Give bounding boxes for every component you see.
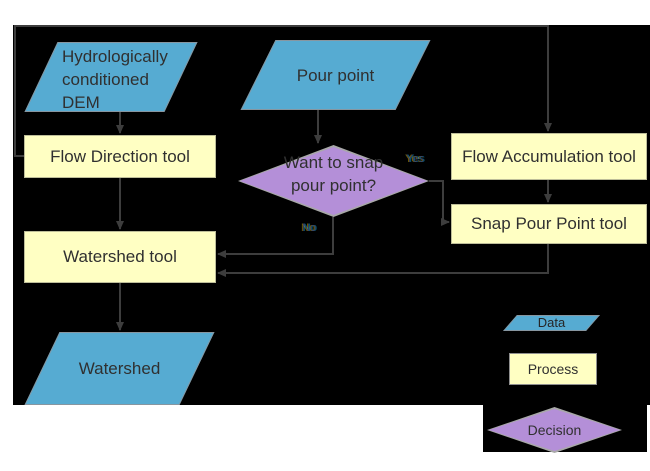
decision-label: Want to snap pour point? (238, 151, 429, 197)
snap-pour-point-label: Snap Pour Point tool (471, 214, 627, 233)
yes-edge-label: Yes (406, 153, 424, 165)
watershed-tool-label: Watershed tool (63, 247, 177, 266)
flow-direction-process-box (24, 135, 216, 178)
no-edge-label: No (302, 222, 317, 234)
dem-label-line2: conditioned (62, 70, 149, 89)
decision-label-line1: Want to snap (283, 153, 384, 172)
legend-decision-diamond (487, 407, 622, 453)
decision-label-line2: pour point? (290, 176, 377, 195)
snap-pour-point-process-box (451, 204, 647, 244)
flow-accumulation-process-box (451, 133, 647, 180)
dem-label-line3: DEM (62, 93, 100, 112)
flow-direction-label: Flow Direction tool (50, 147, 190, 166)
watershed-tool-process-box (24, 231, 216, 283)
dem-label: Hydrologically conditioned DEM (62, 45, 202, 114)
legend-process-label: Process (527, 361, 579, 377)
flow-accumulation-label: Flow Accumulation tool (462, 147, 636, 166)
legend-data-label: Data (537, 315, 566, 330)
dem-label-line1: Hydrologically (62, 47, 168, 66)
decision-diamond (238, 145, 429, 217)
legend-decision-label: Decision (527, 422, 582, 438)
watershed-label: Watershed (78, 359, 161, 378)
pour-point-label: Pour point (296, 66, 375, 85)
legend-process-box (509, 353, 597, 385)
